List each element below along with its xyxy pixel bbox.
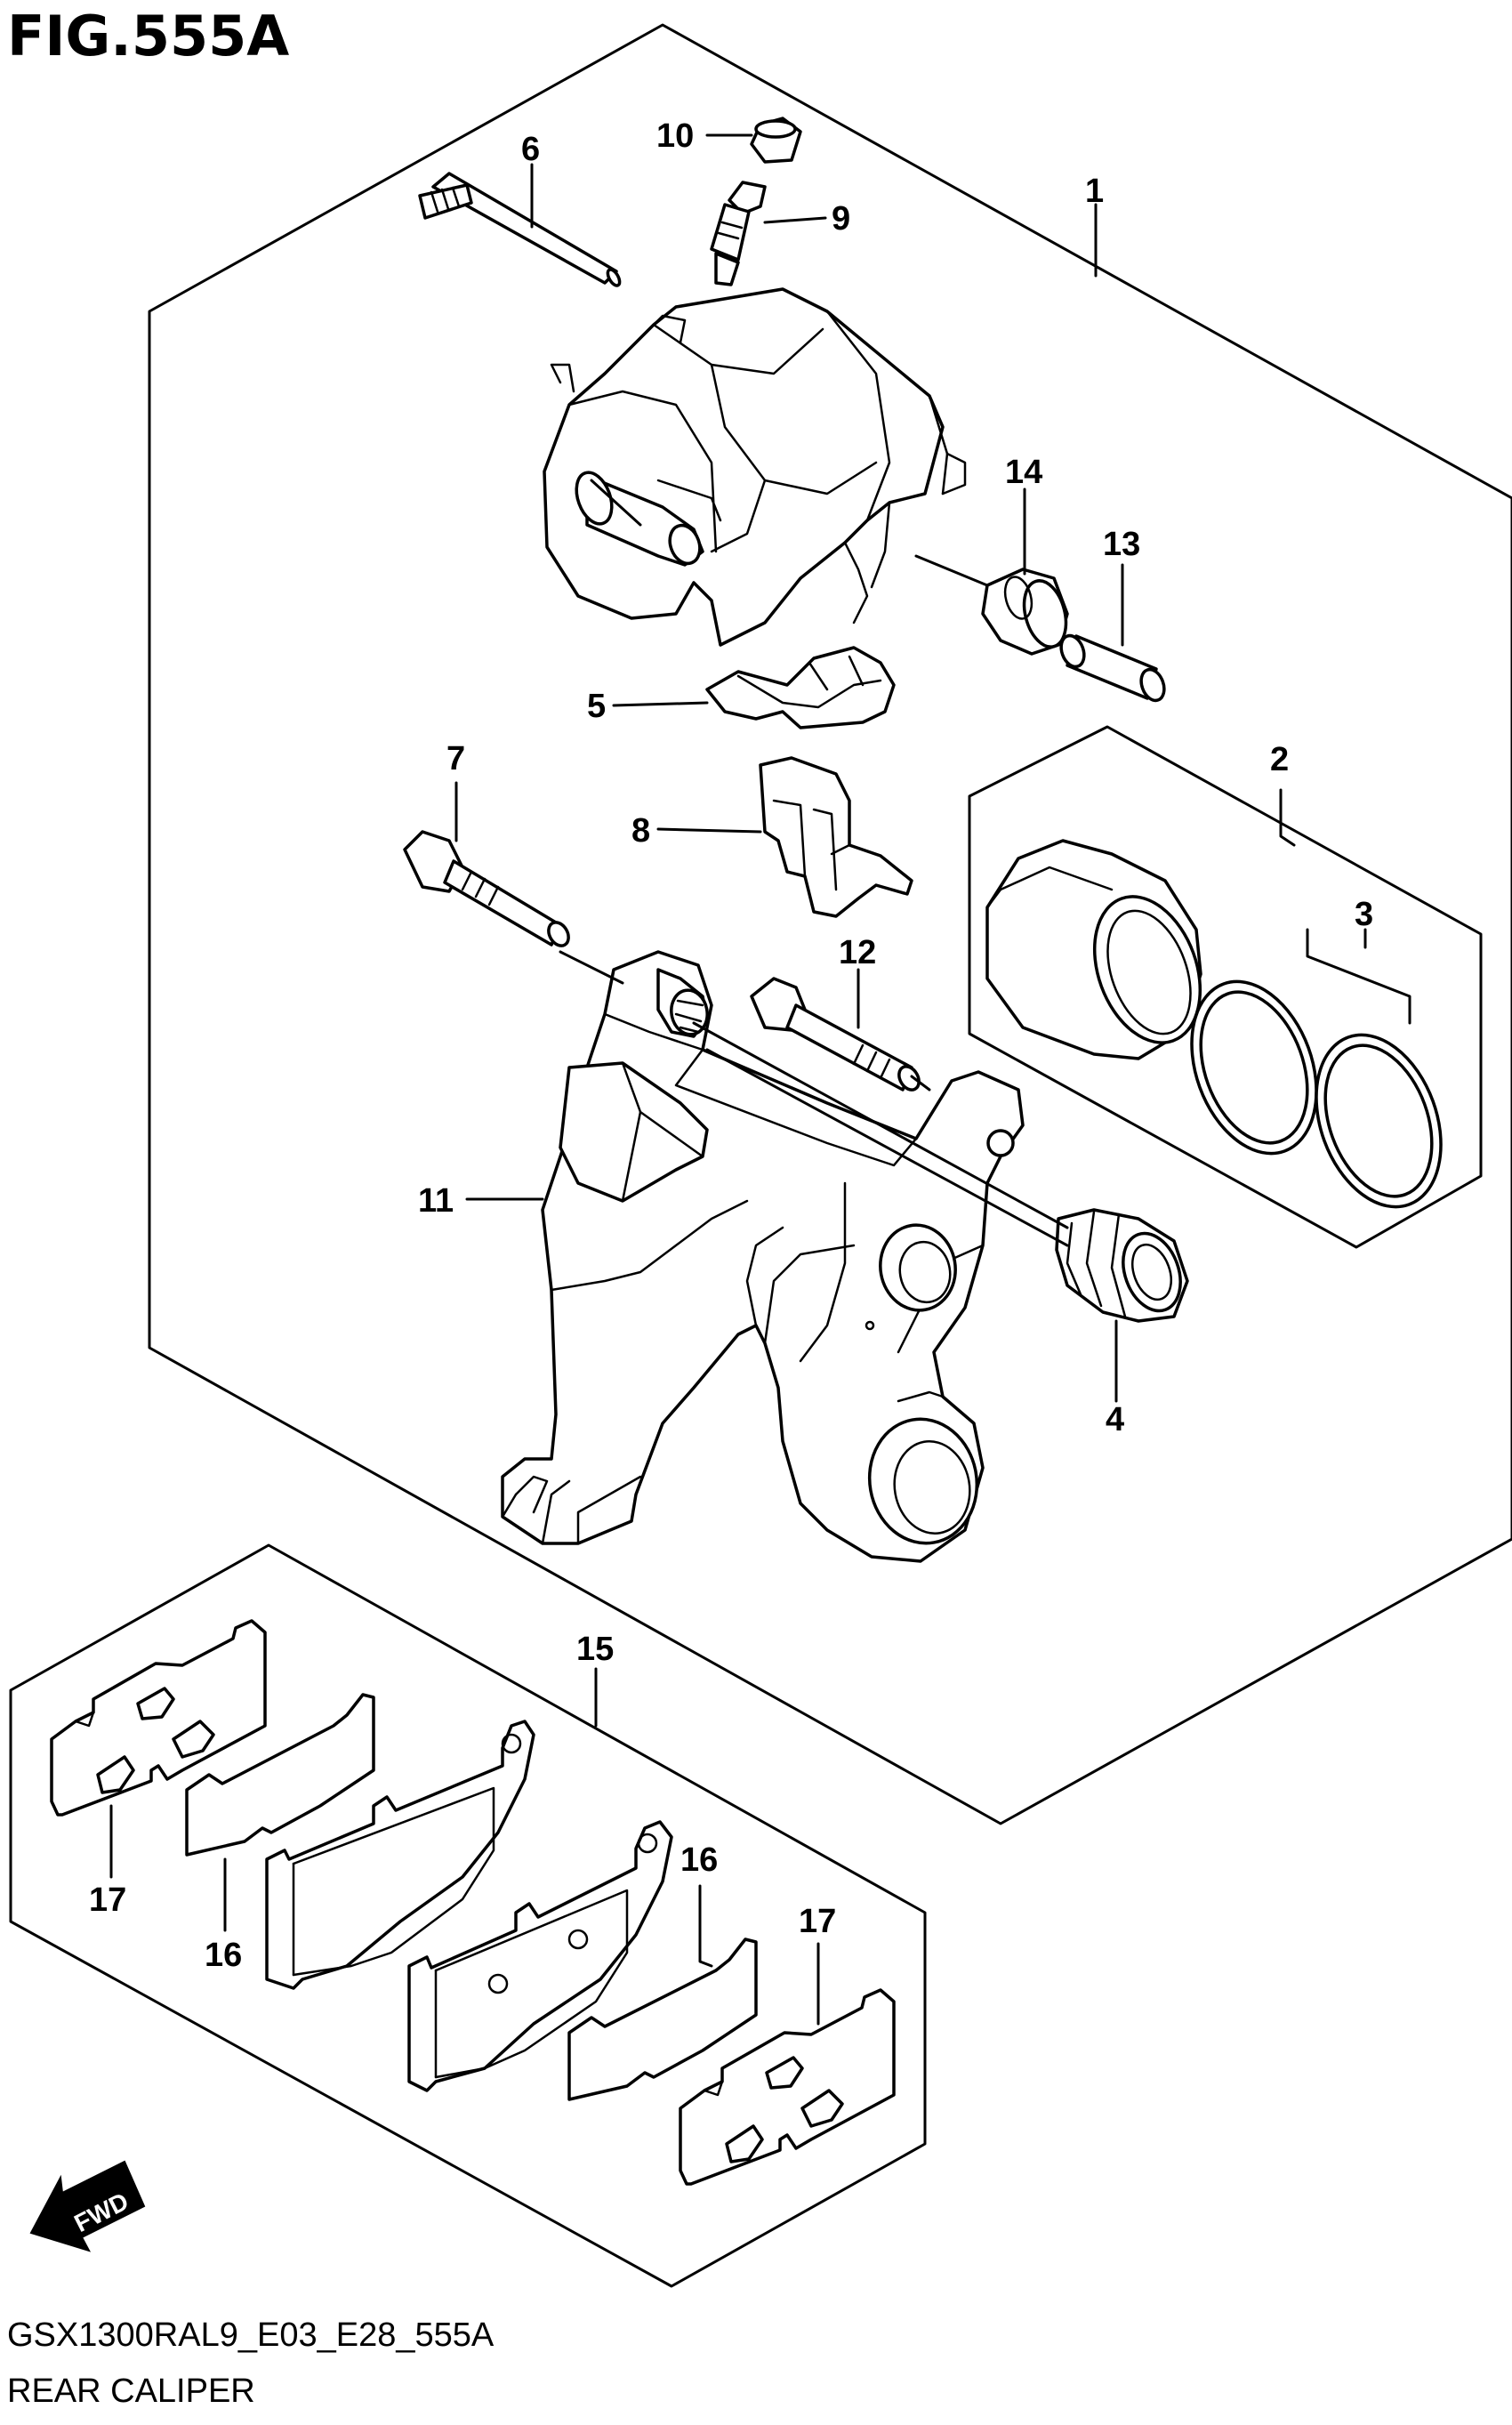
figure-title: FIG.555A bbox=[7, 4, 289, 68]
callout-14: 14 bbox=[1005, 454, 1042, 491]
callout-17-left: 17 bbox=[89, 1881, 126, 1919]
shim-16-left bbox=[185, 1693, 375, 1857]
shim-17-right bbox=[679, 1988, 896, 2186]
callout-13: 13 bbox=[1103, 526, 1140, 563]
seal-bracket bbox=[1306, 928, 1411, 1025]
brake-pad-set-outline bbox=[9, 1543, 927, 2288]
piston-kit-outline bbox=[968, 725, 1483, 1249]
brake-pad-left bbox=[265, 1720, 535, 1990]
callout-3: 3 bbox=[1355, 896, 1373, 933]
brake-pad-right bbox=[407, 1820, 673, 2092]
boot-14 bbox=[981, 568, 1069, 656]
callout-16-left: 16 bbox=[205, 1937, 242, 1974]
callout-5: 5 bbox=[587, 688, 606, 725]
spring-5 bbox=[705, 646, 896, 729]
shim-16-right bbox=[567, 1938, 758, 2101]
callout-12: 12 bbox=[839, 934, 876, 971]
seal-3b bbox=[1315, 1033, 1443, 1209]
callout-15: 15 bbox=[576, 1631, 614, 1668]
bracket-11 bbox=[501, 950, 1025, 1563]
callout-1: 1 bbox=[1085, 173, 1104, 210]
pin-6 bbox=[418, 172, 622, 287]
pin-13 bbox=[1059, 633, 1166, 703]
callout-6: 6 bbox=[521, 131, 540, 168]
retainer-8 bbox=[759, 756, 913, 918]
leader-lines bbox=[109, 133, 1367, 2026]
forward-direction-arrow: FWD bbox=[29, 2160, 146, 2252]
callout-labels: 1 2 3 4 5 6 7 8 9 10 11 12 13 14 15 16 1… bbox=[89, 117, 1373, 1974]
callout-11: 11 bbox=[418, 1182, 454, 1220]
callout-9: 9 bbox=[832, 200, 850, 238]
caliper-assembly-outline bbox=[148, 23, 1512, 1825]
boot-4 bbox=[1055, 1208, 1189, 1323]
cap-10 bbox=[750, 117, 802, 164]
callout-7: 7 bbox=[446, 740, 465, 777]
seal-3a bbox=[1190, 979, 1318, 1156]
figure-code: GSX1300RAL9_E03_E28_555A bbox=[7, 2316, 495, 2354]
callout-2: 2 bbox=[1270, 741, 1289, 778]
callout-16-right: 16 bbox=[680, 1841, 718, 1879]
piston-2 bbox=[985, 839, 1202, 1060]
bolt-12 bbox=[750, 977, 921, 1092]
callout-8: 8 bbox=[631, 812, 650, 850]
shim-17-left bbox=[50, 1619, 267, 1817]
figure-caption: REAR CALIPER bbox=[7, 2373, 255, 2410]
bolt-7 bbox=[403, 830, 570, 947]
callout-17-right: 17 bbox=[799, 1903, 836, 1940]
caliper-body bbox=[543, 287, 967, 647]
callout-4: 4 bbox=[1106, 1401, 1124, 1438]
bleeder-9 bbox=[710, 181, 767, 286]
callout-10: 10 bbox=[656, 117, 694, 155]
